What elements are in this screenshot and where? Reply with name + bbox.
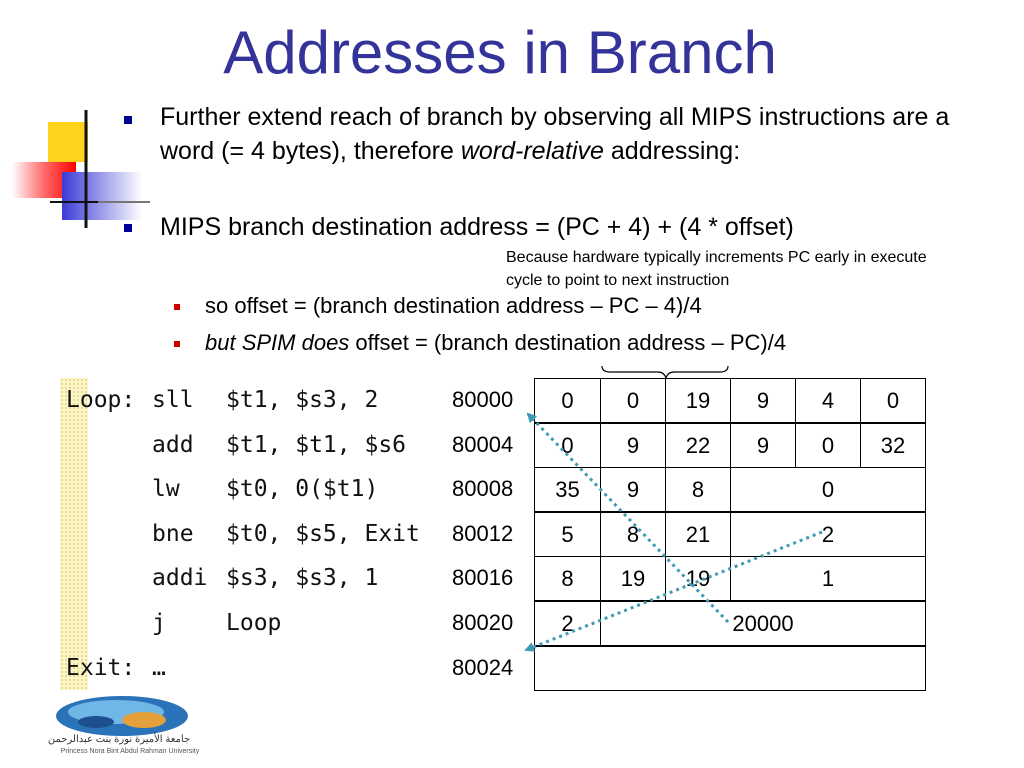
machine-field: 0 bbox=[600, 378, 666, 423]
sub-bullet-marker bbox=[174, 341, 180, 347]
machine-field: 35 bbox=[534, 467, 601, 513]
machine-field: 19 bbox=[600, 556, 666, 602]
code-opcode: … bbox=[152, 654, 166, 681]
machine-field: 22 bbox=[665, 422, 731, 468]
instruction-address: 80012 bbox=[452, 520, 514, 546]
bullet-marker bbox=[124, 224, 132, 232]
code-operands: $s3, $s3, 1 bbox=[226, 565, 379, 592]
machine-field: 9 bbox=[600, 422, 666, 468]
instruction-address: 80008 bbox=[452, 476, 514, 502]
machine-field: 0 bbox=[730, 467, 926, 513]
machine-field: 2 bbox=[534, 601, 601, 646]
code-operands: $t0, $s5, Exit bbox=[226, 520, 420, 547]
machine-field: 9 bbox=[600, 467, 666, 513]
code-operands: $t1, $s3, 2 bbox=[226, 387, 379, 413]
sub-bullet-text: offset = (branch destination address – P… bbox=[349, 330, 787, 355]
university-logo bbox=[4, 694, 234, 743]
bullet-word-relative: Further extend reach of branch by observ… bbox=[160, 100, 960, 168]
bullet-italic: word-relative bbox=[460, 137, 604, 165]
machine-field: 9 bbox=[730, 422, 796, 468]
code-label: Loop: bbox=[66, 387, 136, 413]
logo-english-text: Princess Nora Bint Abdul Rahman Universi… bbox=[60, 748, 200, 755]
code-opcode: sll bbox=[152, 387, 194, 413]
machine-field: 2 bbox=[730, 511, 926, 557]
machine-field: 0 bbox=[860, 378, 926, 423]
instruction-address: 80004 bbox=[452, 431, 514, 457]
sub-bullet-italic: but SPIM does bbox=[205, 330, 350, 355]
machine-field: 19 bbox=[665, 378, 731, 423]
machine-field: 9 bbox=[730, 378, 796, 423]
code-label: Exit: bbox=[66, 654, 136, 681]
code-margin-stripe bbox=[60, 378, 88, 690]
machine-field: 0 bbox=[795, 422, 861, 468]
machine-field: 20000 bbox=[600, 601, 926, 646]
instruction-address: 80000 bbox=[452, 387, 514, 412]
code-opcode: bne bbox=[152, 520, 194, 547]
code-opcode: j bbox=[152, 610, 166, 636]
sub-bullet-marker bbox=[174, 304, 180, 310]
machine-field: 0 bbox=[534, 422, 601, 468]
sub-bullet-offset: so offset = (branch destination address … bbox=[205, 292, 702, 320]
bullet-text: Further extend reach of branch by observ… bbox=[160, 103, 950, 165]
machine-field: 8 bbox=[665, 467, 731, 513]
machine-field: 4 bbox=[795, 378, 861, 423]
logo-arabic-text: جامعة الأميرة نورة بنت عبدالرحمن bbox=[47, 734, 191, 745]
code-opcode: lw bbox=[152, 476, 180, 503]
slide-title: Addresses in Branch bbox=[223, 19, 777, 86]
pc-note: Because hardware typically increments PC… bbox=[506, 249, 927, 289]
machine-field: 8 bbox=[600, 511, 666, 557]
machine-field: 21 bbox=[665, 511, 731, 557]
machine-field: 5 bbox=[534, 511, 601, 557]
code-operands: $t1, $t1, $s6 bbox=[226, 431, 407, 458]
bullet-destination: MIPS branch destination address = (PC + … bbox=[160, 213, 794, 241]
code-operands: $t0, 0($t1) bbox=[226, 476, 379, 503]
sub-bullet-text: so offset = (branch destination address … bbox=[205, 293, 702, 318]
machine-field bbox=[534, 645, 926, 691]
bullet-text-end: addressing: bbox=[603, 137, 741, 165]
instruction-address: 80016 bbox=[452, 565, 514, 591]
machine-field: 8 bbox=[534, 556, 601, 602]
machine-field: 0 bbox=[534, 378, 601, 423]
bullet-marker bbox=[124, 116, 132, 124]
instruction-address: 80020 bbox=[452, 610, 514, 635]
machine-field: 32 bbox=[860, 422, 926, 468]
machine-field: 1 bbox=[730, 556, 926, 602]
machine-field: 19 bbox=[665, 556, 731, 602]
sub-bullet-spim: but SPIM does offset = (branch destinati… bbox=[205, 329, 786, 357]
instruction-address: 80024 bbox=[452, 654, 514, 680]
code-operands: Loop bbox=[226, 610, 282, 636]
code-opcode: add bbox=[152, 431, 194, 458]
code-opcode: addi bbox=[152, 565, 208, 592]
